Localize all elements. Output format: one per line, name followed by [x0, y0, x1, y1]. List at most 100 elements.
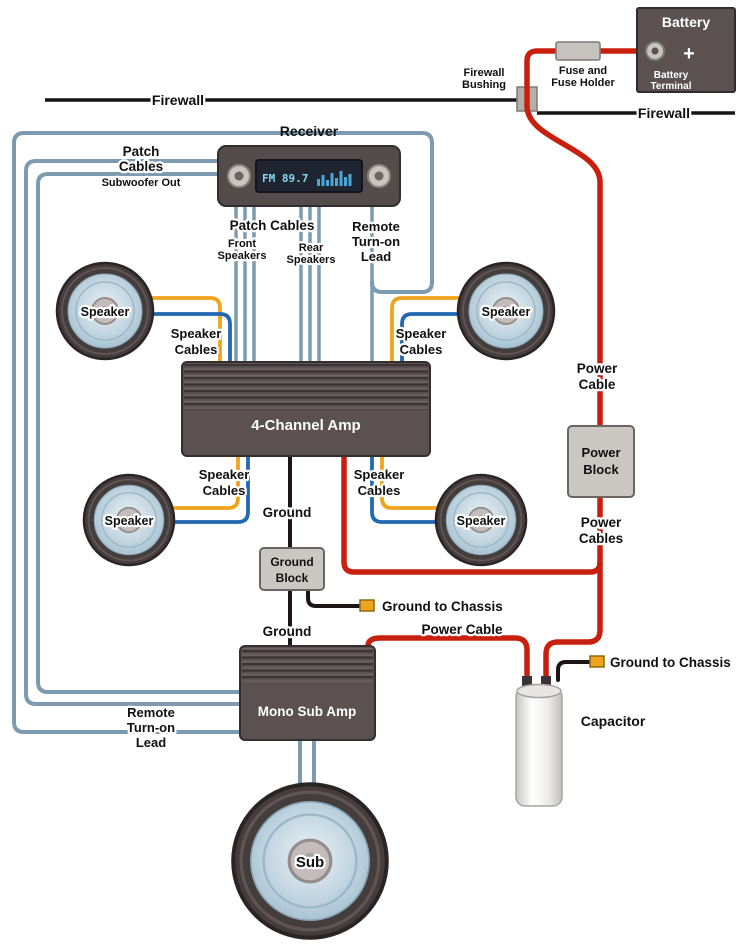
ground-block-label-2: Block [276, 571, 309, 585]
sub-label: Sub [296, 854, 324, 871]
power-cable-label-right-2: Cable [579, 377, 616, 392]
receiver-knob-right-center-icon [374, 171, 384, 181]
power-cable-to-4channel-amp [341, 454, 603, 575]
power-cable-label-right-1: Power [577, 361, 618, 376]
speaker-cables-label-ul-1: Speaker [171, 326, 222, 341]
fuse-label-1: Fuse and [559, 65, 607, 77]
capacitor-terminal-right-icon [541, 676, 551, 690]
speaker-cables-label-ll-1: Speaker [199, 467, 250, 482]
ground-label-upper: Ground [263, 505, 312, 520]
remote-turn-on-loop-wire [12, 131, 434, 734]
speaker-wire-neg-ul [150, 312, 232, 365]
firewall-label-left: Firewall [152, 92, 204, 108]
capacitor-terminal-left-icon [522, 676, 532, 690]
remote-top-label-1: Remote [352, 219, 400, 234]
remote-top-label-3: Lead [361, 249, 391, 264]
four-channel-amp-label: 4-Channel Amp [251, 417, 360, 434]
speaker-cables-label-lr-2: Cables [358, 483, 401, 498]
speaker-wire-neg-ll [170, 455, 250, 524]
capacitor-label: Capacitor [581, 713, 646, 729]
fuse-label-2: Fuse Holder [551, 77, 615, 89]
chassis-terminal-icon-1 [359, 599, 375, 612]
speaker-wires [148, 296, 462, 524]
speaker-top-left: Speaker [55, 261, 155, 361]
amp-heatsink-fins-icon [184, 364, 428, 410]
subwoofer-patch-cable-2 [36, 172, 242, 694]
speaker-top-right: Speaker [456, 261, 556, 361]
subwoofer: Sub [233, 784, 387, 938]
power-cable-main [524, 48, 653, 429]
battery-terminal-label-1: Battery [654, 70, 689, 81]
battery-plus: + [683, 43, 695, 65]
receiver-spectrum-bars-icon [317, 171, 352, 186]
speaker-label: Speaker [457, 514, 506, 528]
remote-top-label-2: Turn-on [352, 234, 400, 249]
firewall-label-right: Firewall [638, 105, 690, 121]
speaker-bottom-right: Speaker [434, 473, 528, 567]
receiver-knob-left-center-icon [234, 171, 244, 181]
power-cables-label-2: Cables [579, 531, 623, 546]
power-block: Power Block [567, 425, 635, 498]
power-block-label-2: Block [583, 462, 619, 477]
speaker-wire-neg-ur [400, 312, 460, 365]
bushing-label-2: Bushing [462, 79, 506, 91]
mono-amp-heatsink-fins-icon [242, 648, 373, 682]
battery-terminal-hole-icon [651, 47, 659, 55]
patch-sub-label-1: Patch [123, 144, 160, 159]
battery-box: Battery + Battery Terminal [636, 7, 736, 93]
power-cables-label-1: Power [581, 515, 622, 530]
speaker-cables-label-ur-2: Cables [400, 342, 443, 357]
receiver-display-text: FM 89.7 [262, 172, 308, 185]
speaker-wire-pos-lr [380, 455, 442, 510]
battery-title: Battery [662, 14, 710, 30]
ground-to-chassis-label-2: Ground to Chassis [610, 655, 731, 670]
ground-block: Ground Block [259, 547, 325, 591]
power-cable-label-mid: Power Cable [421, 622, 503, 637]
speaker-cables-label-ll-2: Cables [203, 483, 246, 498]
bushing-label-1: Firewall [464, 67, 505, 79]
speaker-cables-label-ur-1: Speaker [396, 326, 447, 341]
front-speakers-label-2: Speakers [218, 250, 267, 262]
mono-sub-amp: Mono Sub Amp [239, 645, 376, 741]
patch-sub-label-3: Subwoofer Out [102, 177, 181, 189]
speaker-label: Speaker [482, 305, 531, 319]
power-cable-to-capacitor [543, 494, 603, 687]
ground-label-lower: Ground [263, 624, 312, 639]
power-block-label-1: Power [581, 445, 620, 460]
mono-sub-amp-label: Mono Sub Amp [258, 704, 356, 719]
fuse-holder-icon [555, 41, 601, 61]
chassis-terminal-icon-2 [589, 655, 605, 668]
speaker-wire-pos-ll [168, 455, 240, 510]
remote-bottom-label-1: Remote [127, 705, 175, 720]
four-channel-amp: 4-Channel Amp [181, 361, 431, 457]
speaker-wire-pos-ur [390, 296, 462, 365]
ground-to-chassis-label-1: Ground to Chassis [382, 599, 503, 614]
battery-terminal-label-2: Terminal [651, 81, 692, 92]
remote-bottom-label-3: Lead [136, 735, 166, 750]
ground-wires [288, 453, 592, 682]
speaker-wire-pos-ul [148, 296, 222, 365]
ground-chassis-wire-1 [306, 588, 362, 608]
power-cables [341, 48, 653, 687]
patch-sub-label-2: Cables [119, 159, 163, 174]
ground-chassis-wire-2 [556, 660, 592, 682]
remote-bottom-label-2: Turn-on [127, 720, 175, 735]
rear-speakers-label-2: Speakers [287, 254, 336, 266]
speaker-label: Speaker [105, 514, 154, 528]
front-speakers-label-1: Front [228, 238, 256, 250]
capacitor: Capacitor [515, 676, 646, 807]
signal-wires [12, 131, 434, 792]
capacitor-top-icon [516, 683, 562, 699]
ground-block-label-1: Ground [270, 555, 313, 569]
speaker-cables-label-ul-2: Cables [175, 342, 218, 357]
speaker-wire-neg-lr [370, 455, 440, 524]
speaker-cables-label-lr-1: Speaker [354, 467, 405, 482]
patch-cables-title: Patch Cables [230, 218, 315, 233]
subwoofer-patch-cable-1 [24, 159, 242, 706]
receiver-title: Receiver [280, 123, 339, 139]
speaker-bottom-left: Speaker [82, 473, 176, 567]
speaker-label: Speaker [81, 305, 130, 319]
rear-speakers-label-1: Rear [299, 242, 324, 254]
receiver: Receiver FM 89.7 [217, 123, 401, 207]
